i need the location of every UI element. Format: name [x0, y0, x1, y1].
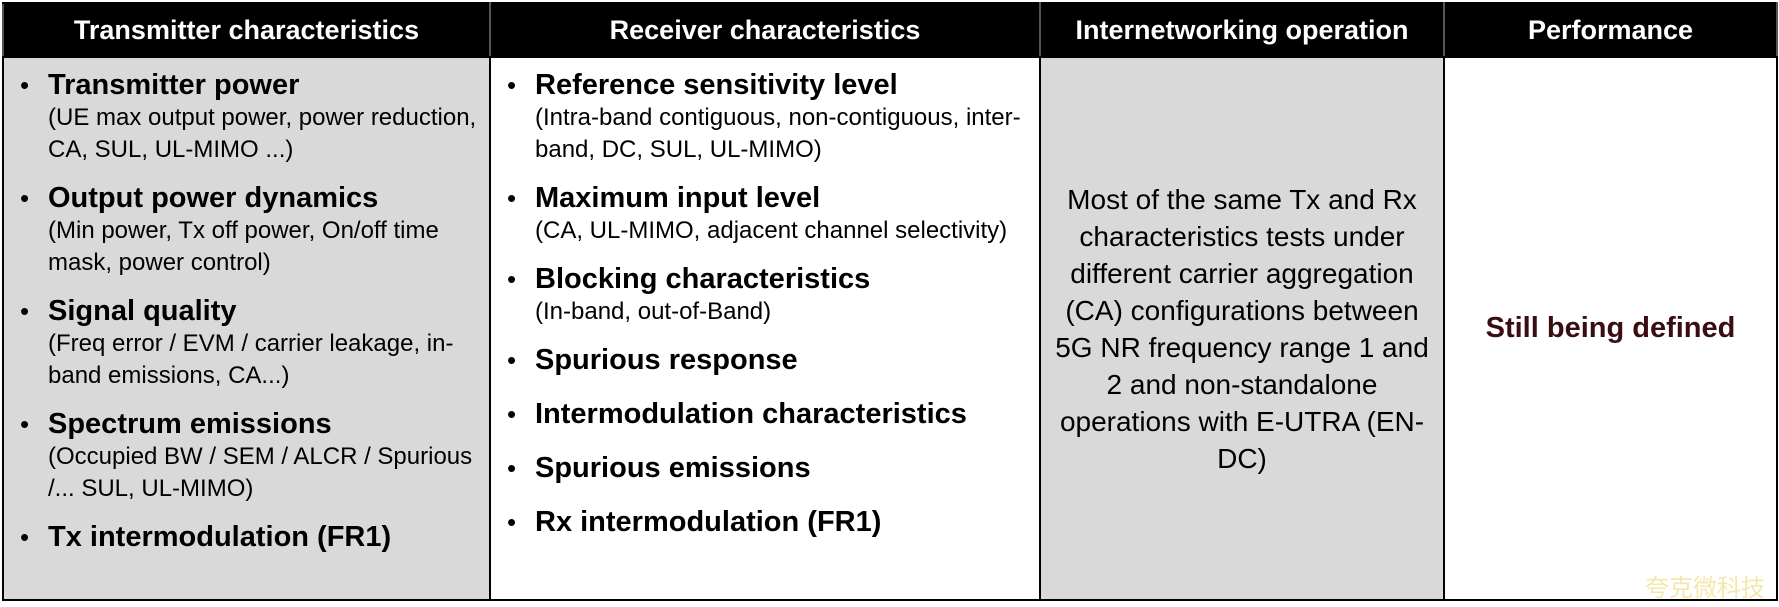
item-title: Maximum input level [535, 182, 821, 214]
list-item: Blocking characteristics (In-band, out-o… [505, 262, 1039, 328]
header-receiver: Receiver characteristics [489, 2, 1041, 58]
item-title: Output power dynamics [48, 182, 379, 214]
header-transmitter: Transmitter characteristics [2, 2, 491, 58]
list-item: Reference sensitivity level (Intra-band … [505, 68, 1039, 166]
item-detail: (Freq error / EVM / carrier leakage, in-… [48, 330, 454, 389]
item-detail: (Intra-band contiguous, non-contiguous, … [535, 104, 1021, 163]
transmitter-cell: Transmitter power (UE max output power, … [2, 56, 491, 601]
list-item: Intermodulation characteristics [505, 397, 1039, 431]
item-title: Rx intermodulation (FR1) [535, 506, 882, 538]
item-detail: (In-band, out-of-Band) [535, 298, 772, 325]
transmitter-list: Transmitter power (UE max output power, … [4, 58, 489, 554]
content-row: Transmitter power (UE max output power, … [2, 56, 1778, 601]
performance-text: Still being defined [1485, 312, 1736, 344]
item-detail: (UE max output power, power reduction, C… [48, 104, 477, 163]
header-internetworking: Internetworking operation [1039, 2, 1445, 58]
item-title: Transmitter power [48, 69, 300, 101]
list-item: Output power dynamics (Min power, Tx off… [18, 181, 489, 279]
item-detail: (Min power, Tx off power, On/off time ma… [48, 217, 439, 276]
watermark: 夸克微科技 [1645, 575, 1765, 602]
receiver-cell: Reference sensitivity level (Intra-band … [489, 56, 1041, 601]
item-title: Signal quality [48, 295, 237, 327]
internetworking-text: Most of the same Tx and Rx characteristi… [1055, 183, 1429, 474]
item-title: Spectrum emissions [48, 408, 332, 440]
item-title: Reference sensitivity level [535, 69, 898, 101]
list-item: Rx intermodulation (FR1) [505, 505, 1039, 539]
list-item: Spectrum emissions (Occupied BW / SEM / … [18, 407, 489, 505]
item-detail: (Occupied BW / SEM / ALCR / Spurious /..… [48, 443, 473, 502]
header-performance: Performance [1443, 2, 1778, 58]
list-item: Tx intermodulation (FR1) [18, 520, 489, 554]
item-title: Spurious emissions [535, 452, 811, 484]
list-item: Transmitter power (UE max output power, … [18, 68, 489, 166]
item-title: Spurious response [535, 344, 798, 376]
item-title: Intermodulation characteristics [535, 398, 967, 430]
performance-cell: Still being defined [1443, 56, 1778, 601]
internetworking-cell: Most of the same Tx and Rx characteristi… [1039, 56, 1445, 601]
receiver-list: Reference sensitivity level (Intra-band … [491, 58, 1039, 539]
item-title: Blocking characteristics [535, 263, 871, 295]
list-item: Spurious emissions [505, 451, 1039, 485]
list-item: Spurious response [505, 343, 1039, 377]
item-title: Tx intermodulation (FR1) [48, 521, 392, 553]
item-detail: (CA, UL-MIMO, adjacent channel selectivi… [535, 217, 1008, 244]
header-row: Transmitter characteristics Receiver cha… [2, 2, 1778, 58]
list-item: Maximum input level (CA, UL-MIMO, adjace… [505, 181, 1039, 247]
list-item: Signal quality (Freq error / EVM / carri… [18, 294, 489, 392]
